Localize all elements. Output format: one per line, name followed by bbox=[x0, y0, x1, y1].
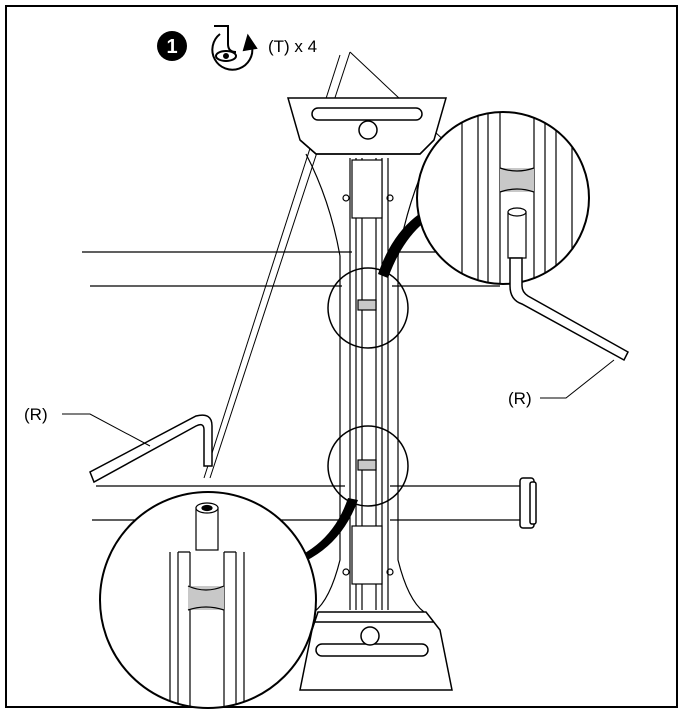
top-bracket bbox=[287, 97, 447, 155]
detail-marker-bottom bbox=[327, 425, 409, 507]
central-column bbox=[305, 153, 431, 613]
bottom-bracket bbox=[299, 611, 453, 691]
rail-end-cap bbox=[519, 477, 537, 529]
detail-view-bottom bbox=[99, 491, 317, 709]
detail-marker-top bbox=[327, 267, 409, 349]
leader-right bbox=[540, 359, 615, 399]
wrench-label-right: (R) bbox=[508, 389, 532, 408]
turn-clockwise-icon bbox=[211, 25, 258, 71]
page-border bbox=[5, 5, 678, 708]
hex-key-left bbox=[89, 414, 213, 484]
wrench-label-left: (R) bbox=[24, 405, 48, 424]
leader-left bbox=[62, 413, 151, 447]
step-number: 1 bbox=[166, 36, 177, 58]
step-badge: 1 bbox=[157, 31, 187, 61]
hex-key-right bbox=[509, 257, 629, 362]
horizontal-rails bbox=[82, 251, 522, 521]
screw-callout-label: (T) x 4 bbox=[268, 37, 317, 56]
detail-view-top bbox=[416, 111, 590, 285]
